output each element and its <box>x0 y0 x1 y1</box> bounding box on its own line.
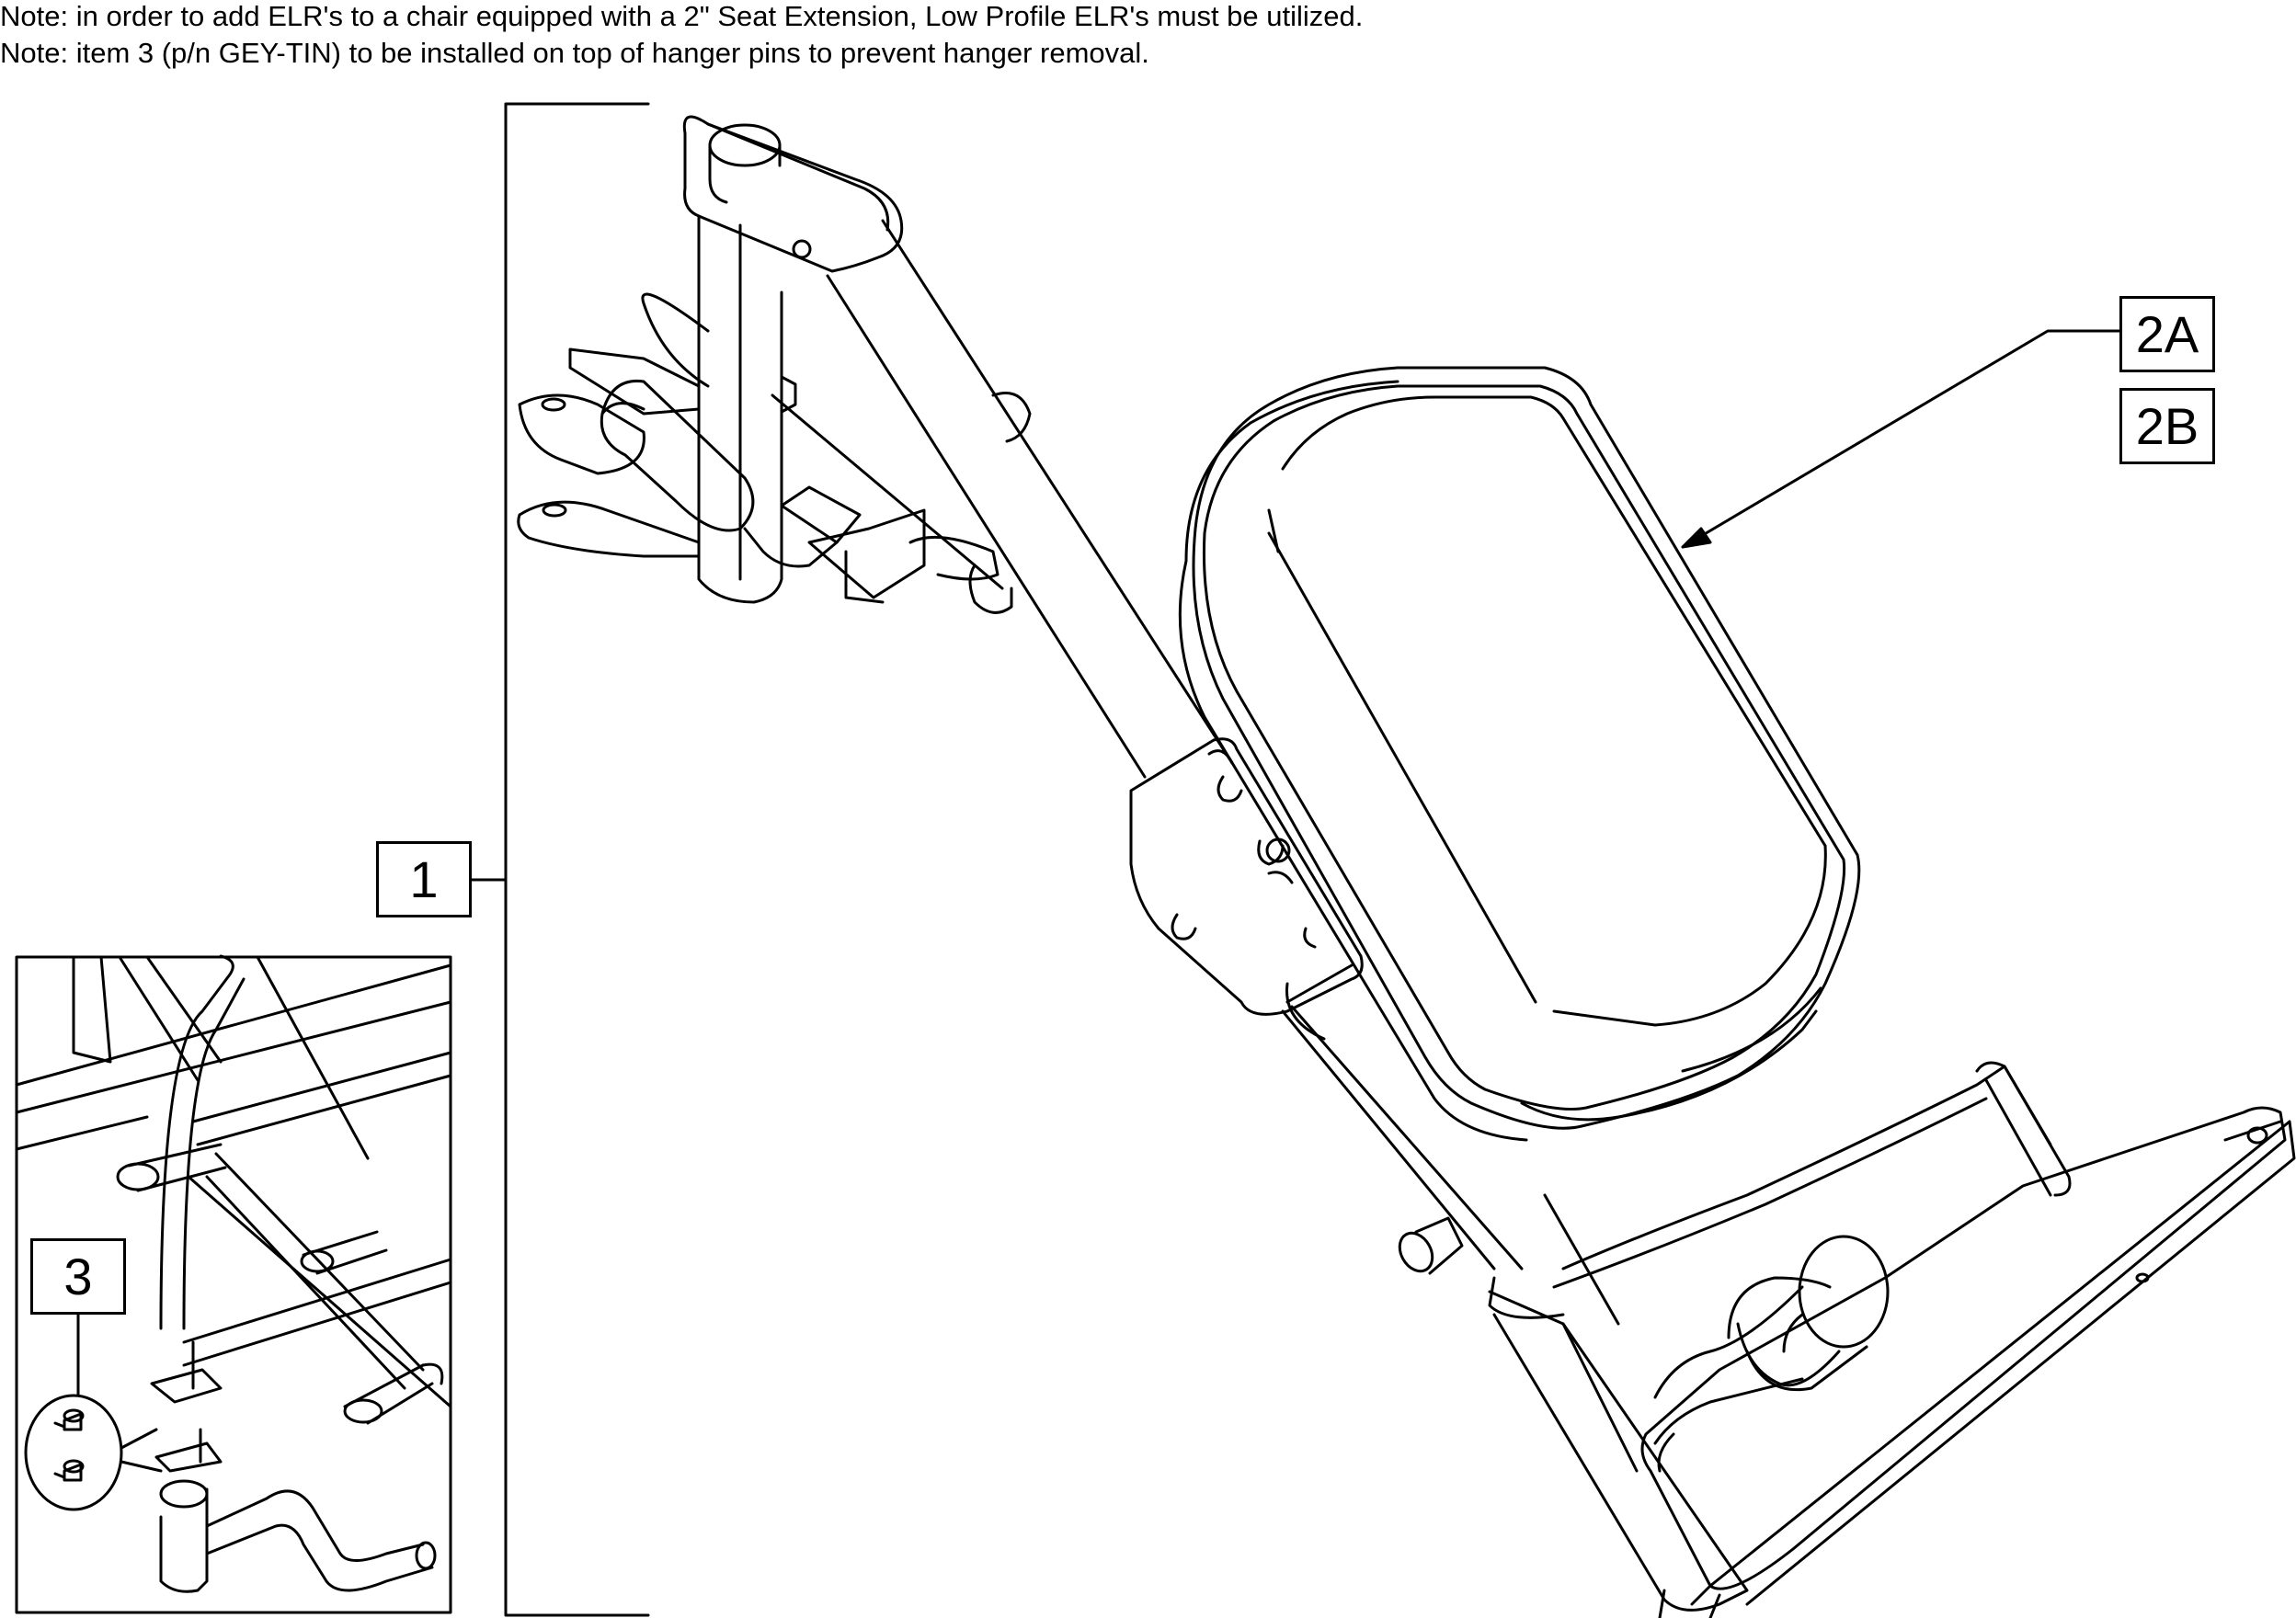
callout-item-2b: 2B <box>2119 388 2215 464</box>
item-1-bracket <box>470 102 650 1617</box>
callout-item-3: 3 <box>30 1238 126 1315</box>
height-adjust-clamp <box>1129 737 1364 1016</box>
note-seat-extension: Note: in order to add ELR's to a chair e… <box>0 0 1364 32</box>
note-hanger-pins: Note: item 3 (p/n GEY-TIN) to be install… <box>0 37 1149 69</box>
inset-detail <box>15 954 452 1614</box>
footplate <box>1552 1061 2296 1606</box>
calf-pad <box>1178 366 1861 1142</box>
callout-item-1: 1 <box>376 841 472 917</box>
leg-rest-tube <box>826 219 1749 1618</box>
item-2-leader <box>1681 329 2121 549</box>
hanger-mount <box>517 115 1032 614</box>
callout-item-2a: 2A <box>2119 296 2215 372</box>
